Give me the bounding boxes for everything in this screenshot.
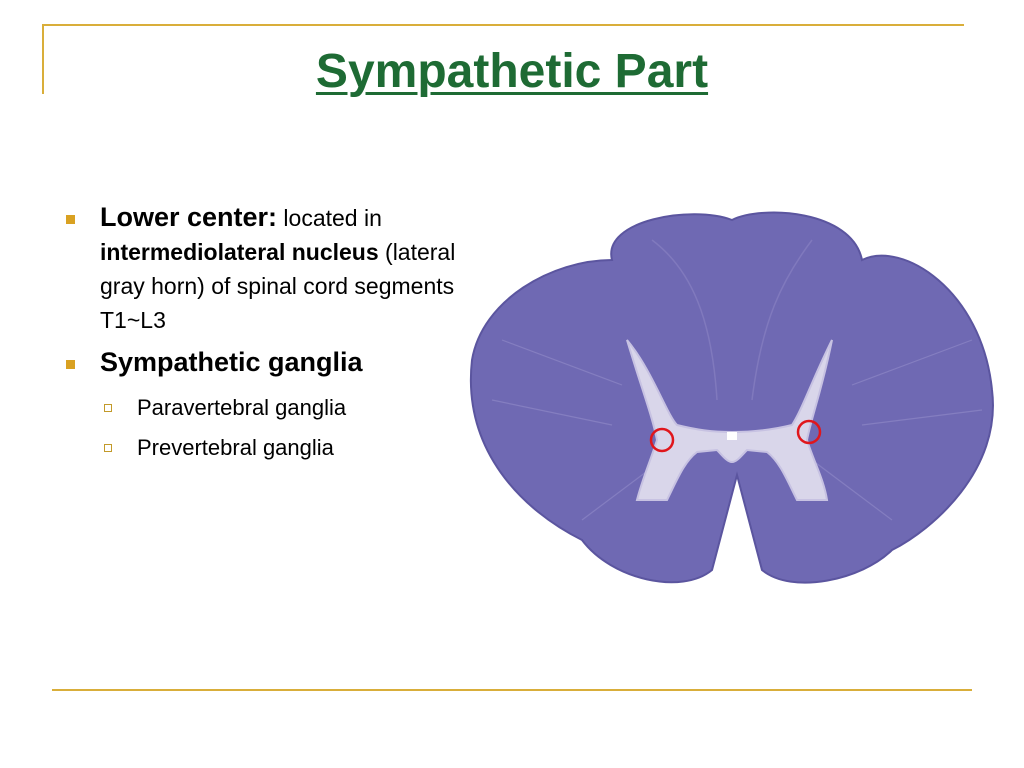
bullet-term-nucleus: intermediolateral nucleus [100,239,379,265]
bullet-lower-center: Lower center: located in intermediolater… [60,200,470,337]
subitem-label: Paravertebral ganglia [137,395,347,420]
bullet-list: Lower center: located in intermediolater… [60,200,470,468]
gray-matter [626,339,833,501]
bullet-text-segments: (lateral gray horn) of spinal cord segme… [100,239,456,333]
bullet-text-located-in: located in [277,205,382,231]
frame-left-line [42,24,44,94]
square-bullet-icon [66,215,75,224]
white-matter-tissue [469,211,994,584]
subitem-prevertebral: Prevertebral ganglia [60,428,470,468]
subitem-label: Prevertebral ganglia [137,435,334,460]
bullet-lead-ganglia: Sympathetic ganglia [100,347,363,377]
slide-title: Sympathetic Part [0,42,1024,102]
spinal-cord-section-image [469,211,994,584]
marker-circle-right [796,419,822,445]
frame-bottom-line [52,689,972,691]
central-canal [727,432,737,440]
hollow-square-bullet-icon [104,404,112,412]
square-bullet-icon [66,360,75,369]
bullet-lead-lower-center: Lower center: [100,202,278,232]
slide-title-text: Sympathetic Part [315,45,709,98]
hollow-square-bullet-icon [104,444,112,452]
marker-circle-left [649,427,675,453]
bullet-sympathetic-ganglia: Sympathetic ganglia [60,345,470,380]
subitem-paravertebral: Paravertebral ganglia [60,388,470,428]
frame-top-line [42,24,964,26]
